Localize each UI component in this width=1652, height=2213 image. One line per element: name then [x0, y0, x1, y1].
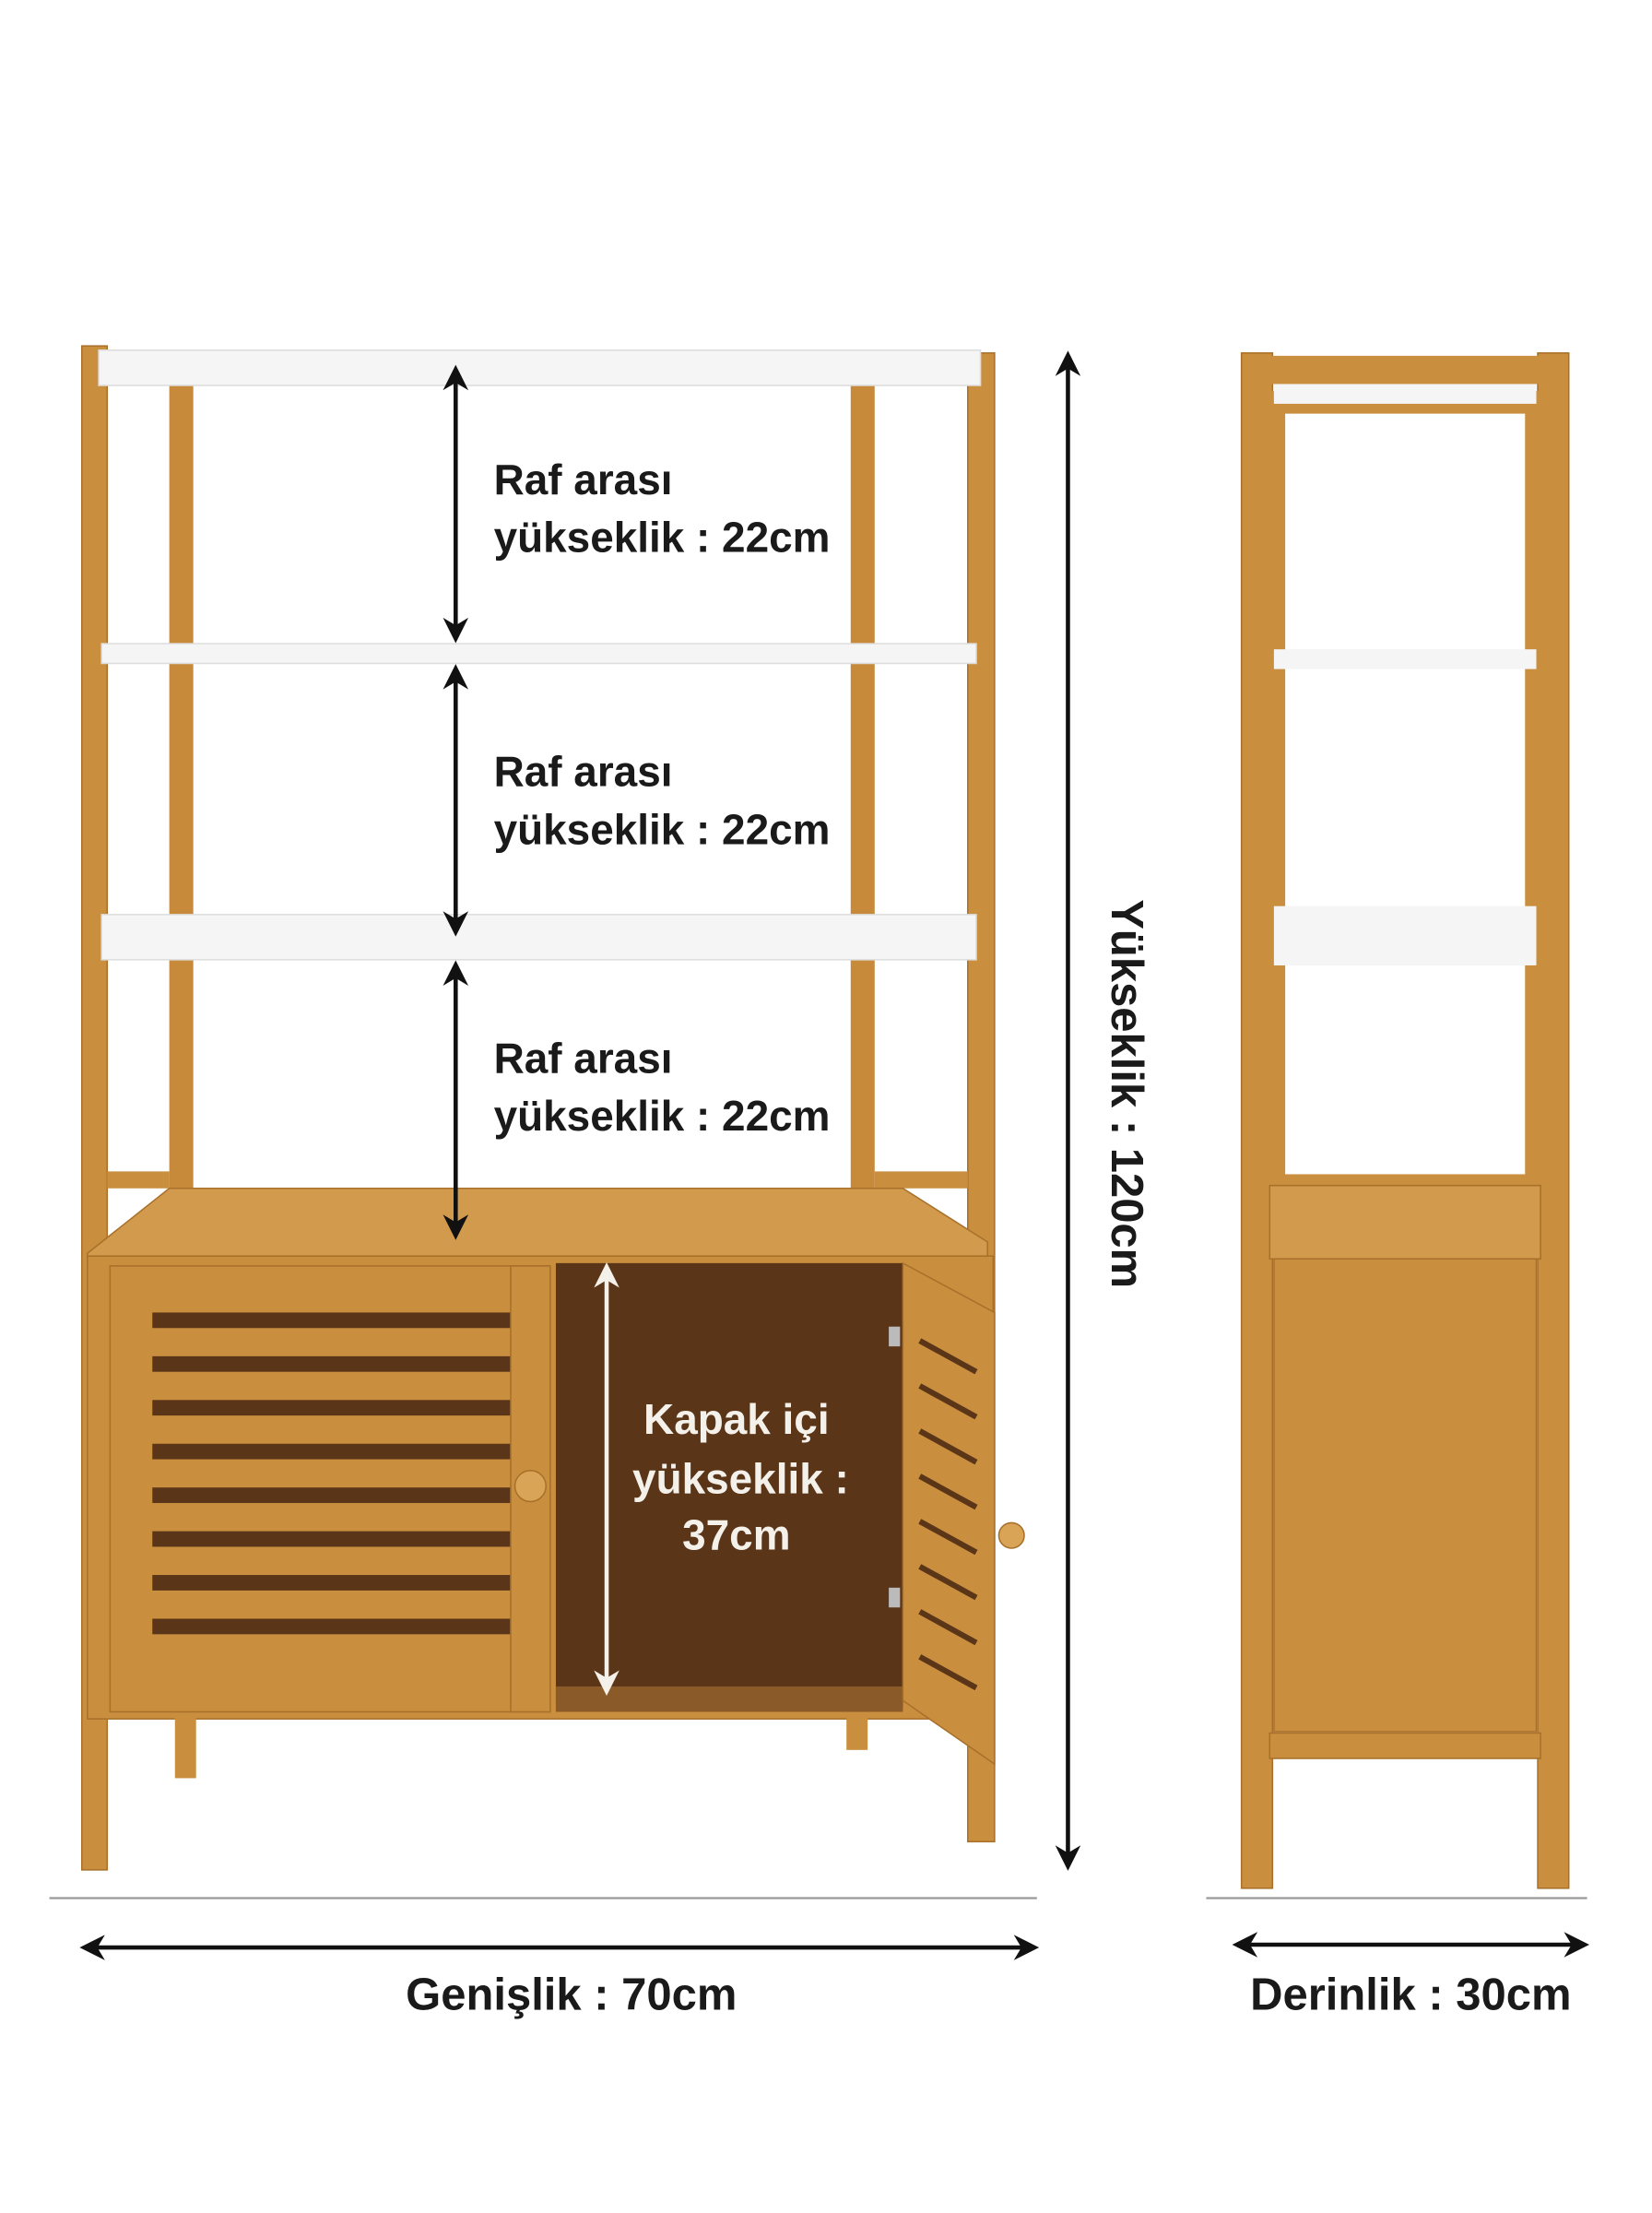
depth-label: Derinlik : 30cm: [1250, 1970, 1571, 2019]
door-slat-gap: [918, 1609, 978, 1646]
right-door-open: [902, 1261, 996, 1766]
door-slat-gap: [918, 1473, 978, 1510]
side-view-shelf-unit: [1240, 352, 1570, 1889]
hinge-bottom: [889, 1587, 901, 1608]
shelf-gap-label-2a: Raf arası: [494, 748, 673, 796]
door-slat-gap: [152, 1575, 511, 1591]
cabinet-inner-label-c: 37cm: [682, 1511, 790, 1559]
shelf-2: [100, 643, 977, 665]
side-shelf-2: [1273, 649, 1537, 669]
side-shelf-top: [1273, 384, 1537, 404]
height-label: Yükseklik : 120cm: [1102, 899, 1151, 1288]
leg-back-left: [174, 1714, 196, 1779]
width-label: Genişlik : 70cm: [406, 1970, 737, 2019]
side-rail-left: [107, 1171, 170, 1189]
back-post-right: [850, 370, 875, 1217]
side-rail-right: [874, 1171, 968, 1189]
door-knob-left[interactable]: [513, 1470, 547, 1503]
door-slat-gap: [918, 1654, 978, 1691]
shelf-gap-label-1a: Raf arası: [494, 456, 673, 503]
shelf-3: [100, 914, 977, 961]
side-shelf-3: [1273, 905, 1537, 965]
back-post-left: [169, 370, 194, 1217]
left-door-slats: [152, 1312, 511, 1635]
side-top-rail: [1269, 355, 1541, 385]
door-slat-gap: [152, 1443, 511, 1460]
door-slat-gap: [918, 1519, 978, 1556]
door-slat-gap: [152, 1355, 511, 1372]
leg-back-right: [846, 1714, 868, 1750]
door-slat-gap: [152, 1531, 511, 1547]
shelf-gap-label-1b: yükseklik : 22cm: [494, 514, 831, 562]
door-slat-gap: [152, 1312, 511, 1329]
door-slat-gap: [152, 1487, 511, 1504]
door-slat-gap: [918, 1383, 978, 1420]
shelf-gap-label-3b: yükseklik : 22cm: [494, 1092, 831, 1140]
shelf-gap-label-2b: yükseklik : 22cm: [494, 805, 831, 853]
right-door-slats: [918, 1338, 978, 1691]
door-slat-gap: [152, 1618, 511, 1635]
hinge-top: [889, 1326, 901, 1347]
door-slat-gap: [918, 1338, 978, 1375]
side-counter: [1268, 1184, 1541, 1260]
shelf-top: [98, 349, 982, 386]
door-slat-gap: [918, 1564, 978, 1601]
side-bottom-rail: [1268, 1732, 1541, 1759]
door-knob-right[interactable]: [997, 1521, 1025, 1549]
door-slat-gap: [918, 1428, 978, 1465]
side-inner-frame: [1262, 391, 1548, 1197]
side-cabinet-panel: [1273, 1258, 1538, 1733]
shelf-gap-label-3a: Raf arası: [494, 1034, 673, 1082]
cabinet-inner-label-a: Kapak içi: [643, 1395, 830, 1443]
countertop: [87, 1187, 988, 1264]
door-slat-gap: [152, 1400, 511, 1416]
cabinet-inner-label-b: yükseklik :: [632, 1454, 849, 1502]
